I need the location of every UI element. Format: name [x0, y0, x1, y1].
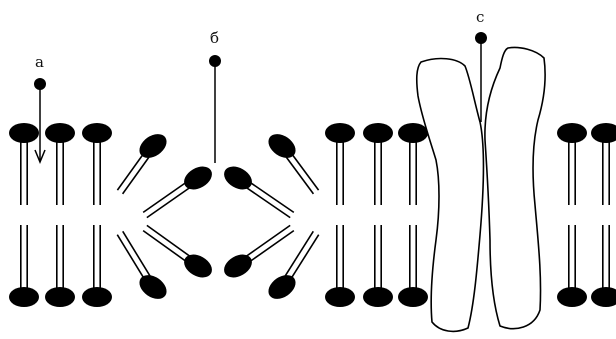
membrane-protein-left-half	[415, 57, 485, 333]
label-c: с	[476, 8, 484, 26]
lipid-pore-left-upper	[142, 166, 212, 219]
lipid-bilayer	[9, 123, 616, 307]
lipid-lower	[363, 225, 393, 307]
lipid-upper	[325, 123, 355, 205]
lipid-pore-left-lower	[142, 224, 212, 278]
lipid-upper	[45, 123, 75, 205]
lipid-pore-right-lower	[224, 224, 295, 278]
lipid-upper	[591, 123, 616, 205]
lipid-lower	[398, 225, 428, 307]
probe-c: с	[475, 8, 487, 122]
lipid-pore-right-upper	[224, 166, 295, 219]
lipid-upper	[363, 123, 393, 205]
probe-b: б	[209, 29, 221, 163]
label-b: б	[210, 29, 219, 47]
lipid-upper	[557, 123, 587, 205]
lipid-pore-left-upper	[116, 134, 167, 195]
membrane-protein-right-half	[484, 46, 546, 330]
label-a: а	[35, 53, 44, 71]
lipid-upper	[82, 123, 112, 205]
lipid-lower	[557, 225, 587, 307]
lipid-pore-right-upper	[268, 134, 320, 195]
lipid-upper	[398, 123, 428, 205]
lipid-lower	[325, 225, 355, 307]
lipid-pore-right-lower	[268, 230, 320, 299]
probe-a: а	[34, 53, 46, 164]
lipid-pore-left-lower	[116, 230, 167, 299]
lipid-lower	[9, 225, 39, 307]
lipid-lower	[591, 225, 616, 307]
lipid-lower	[82, 225, 112, 307]
lipid-lower	[45, 225, 75, 307]
lipid-upper	[9, 123, 39, 205]
